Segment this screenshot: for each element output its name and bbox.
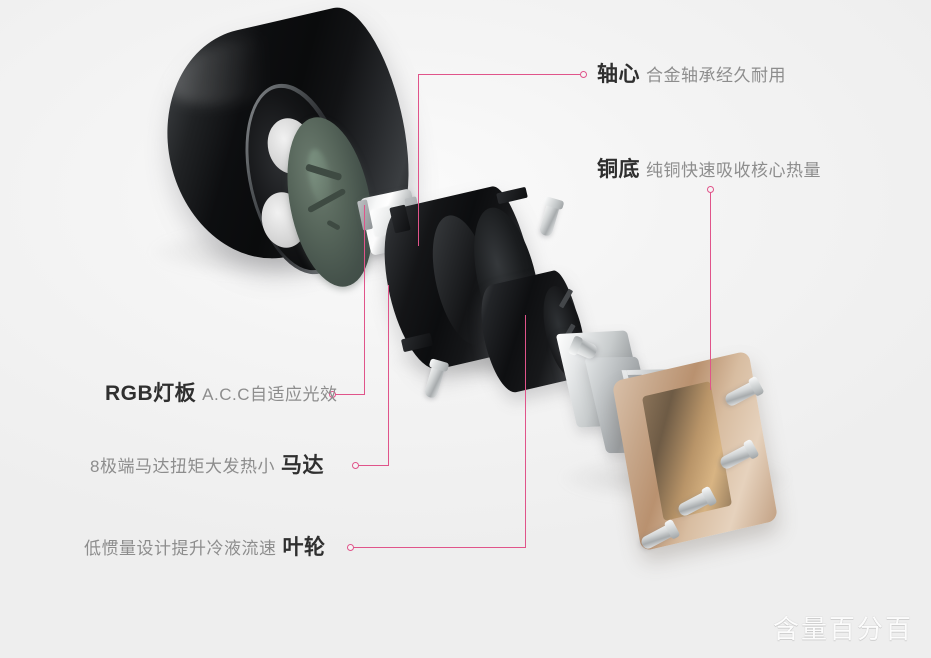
annotation-shaft-title: 轴心 <box>597 63 640 86</box>
annotation-shaft: 轴心合金轴承经久耐用 <box>597 64 786 85</box>
annotation-copper-base-desc: 纯铜快速吸收核心热量 <box>646 161 821 180</box>
leader-line-motor-vertical <box>388 285 390 466</box>
annotation-rgb-board-desc: A.C.C自适应光效 <box>202 385 338 404</box>
leader-line-copper-vertical <box>710 190 712 390</box>
annotation-shaft-desc: 合金轴承经久耐用 <box>646 66 786 85</box>
leader-line-rgb-horizontal <box>332 394 365 396</box>
watermark: 含量百分百 <box>772 614 913 644</box>
leader-line-rgb-vertical <box>364 205 366 395</box>
annotation-motor: 8极端马达扭矩大发热小马达 <box>90 455 324 476</box>
leader-line-impeller-horizontal <box>350 547 526 549</box>
leader-dot-impeller <box>347 544 354 551</box>
annotation-impeller-desc: 低惯量设计提升冷液流速 <box>84 539 277 558</box>
pcb-trace <box>326 219 342 231</box>
pcb-trace <box>306 187 347 214</box>
annotation-impeller-title: 叶轮 <box>282 536 326 559</box>
annotation-impeller: 低惯量设计提升冷液流速叶轮 <box>84 537 326 558</box>
annotation-copper-base-title: 铜底 <box>597 158 640 181</box>
leader-dot-shaft <box>580 71 587 78</box>
screw <box>538 196 565 238</box>
leader-line-shaft-horizontal <box>418 74 584 76</box>
annotation-rgb-board-title: RGB灯板 <box>105 382 197 405</box>
annotation-motor-desc: 8极端马达扭矩大发热小 <box>90 457 275 476</box>
leader-line-shaft-vertical <box>418 74 420 246</box>
leader-dot-motor <box>352 462 359 469</box>
pcb-trace <box>304 163 342 181</box>
annotation-copper-base: 铜底纯铜快速吸收核心热量 <box>597 159 821 180</box>
annotation-motor-title: 马达 <box>280 454 324 477</box>
leader-dot-copper <box>707 186 714 193</box>
leader-line-motor-horizontal <box>355 465 389 467</box>
leader-line-impeller-vertical <box>525 315 527 548</box>
motor-tab-top <box>496 186 528 205</box>
leader-dot-rgb <box>329 391 336 398</box>
annotation-rgb-board: RGB灯板 A.C.C自适应光效 <box>105 383 338 404</box>
